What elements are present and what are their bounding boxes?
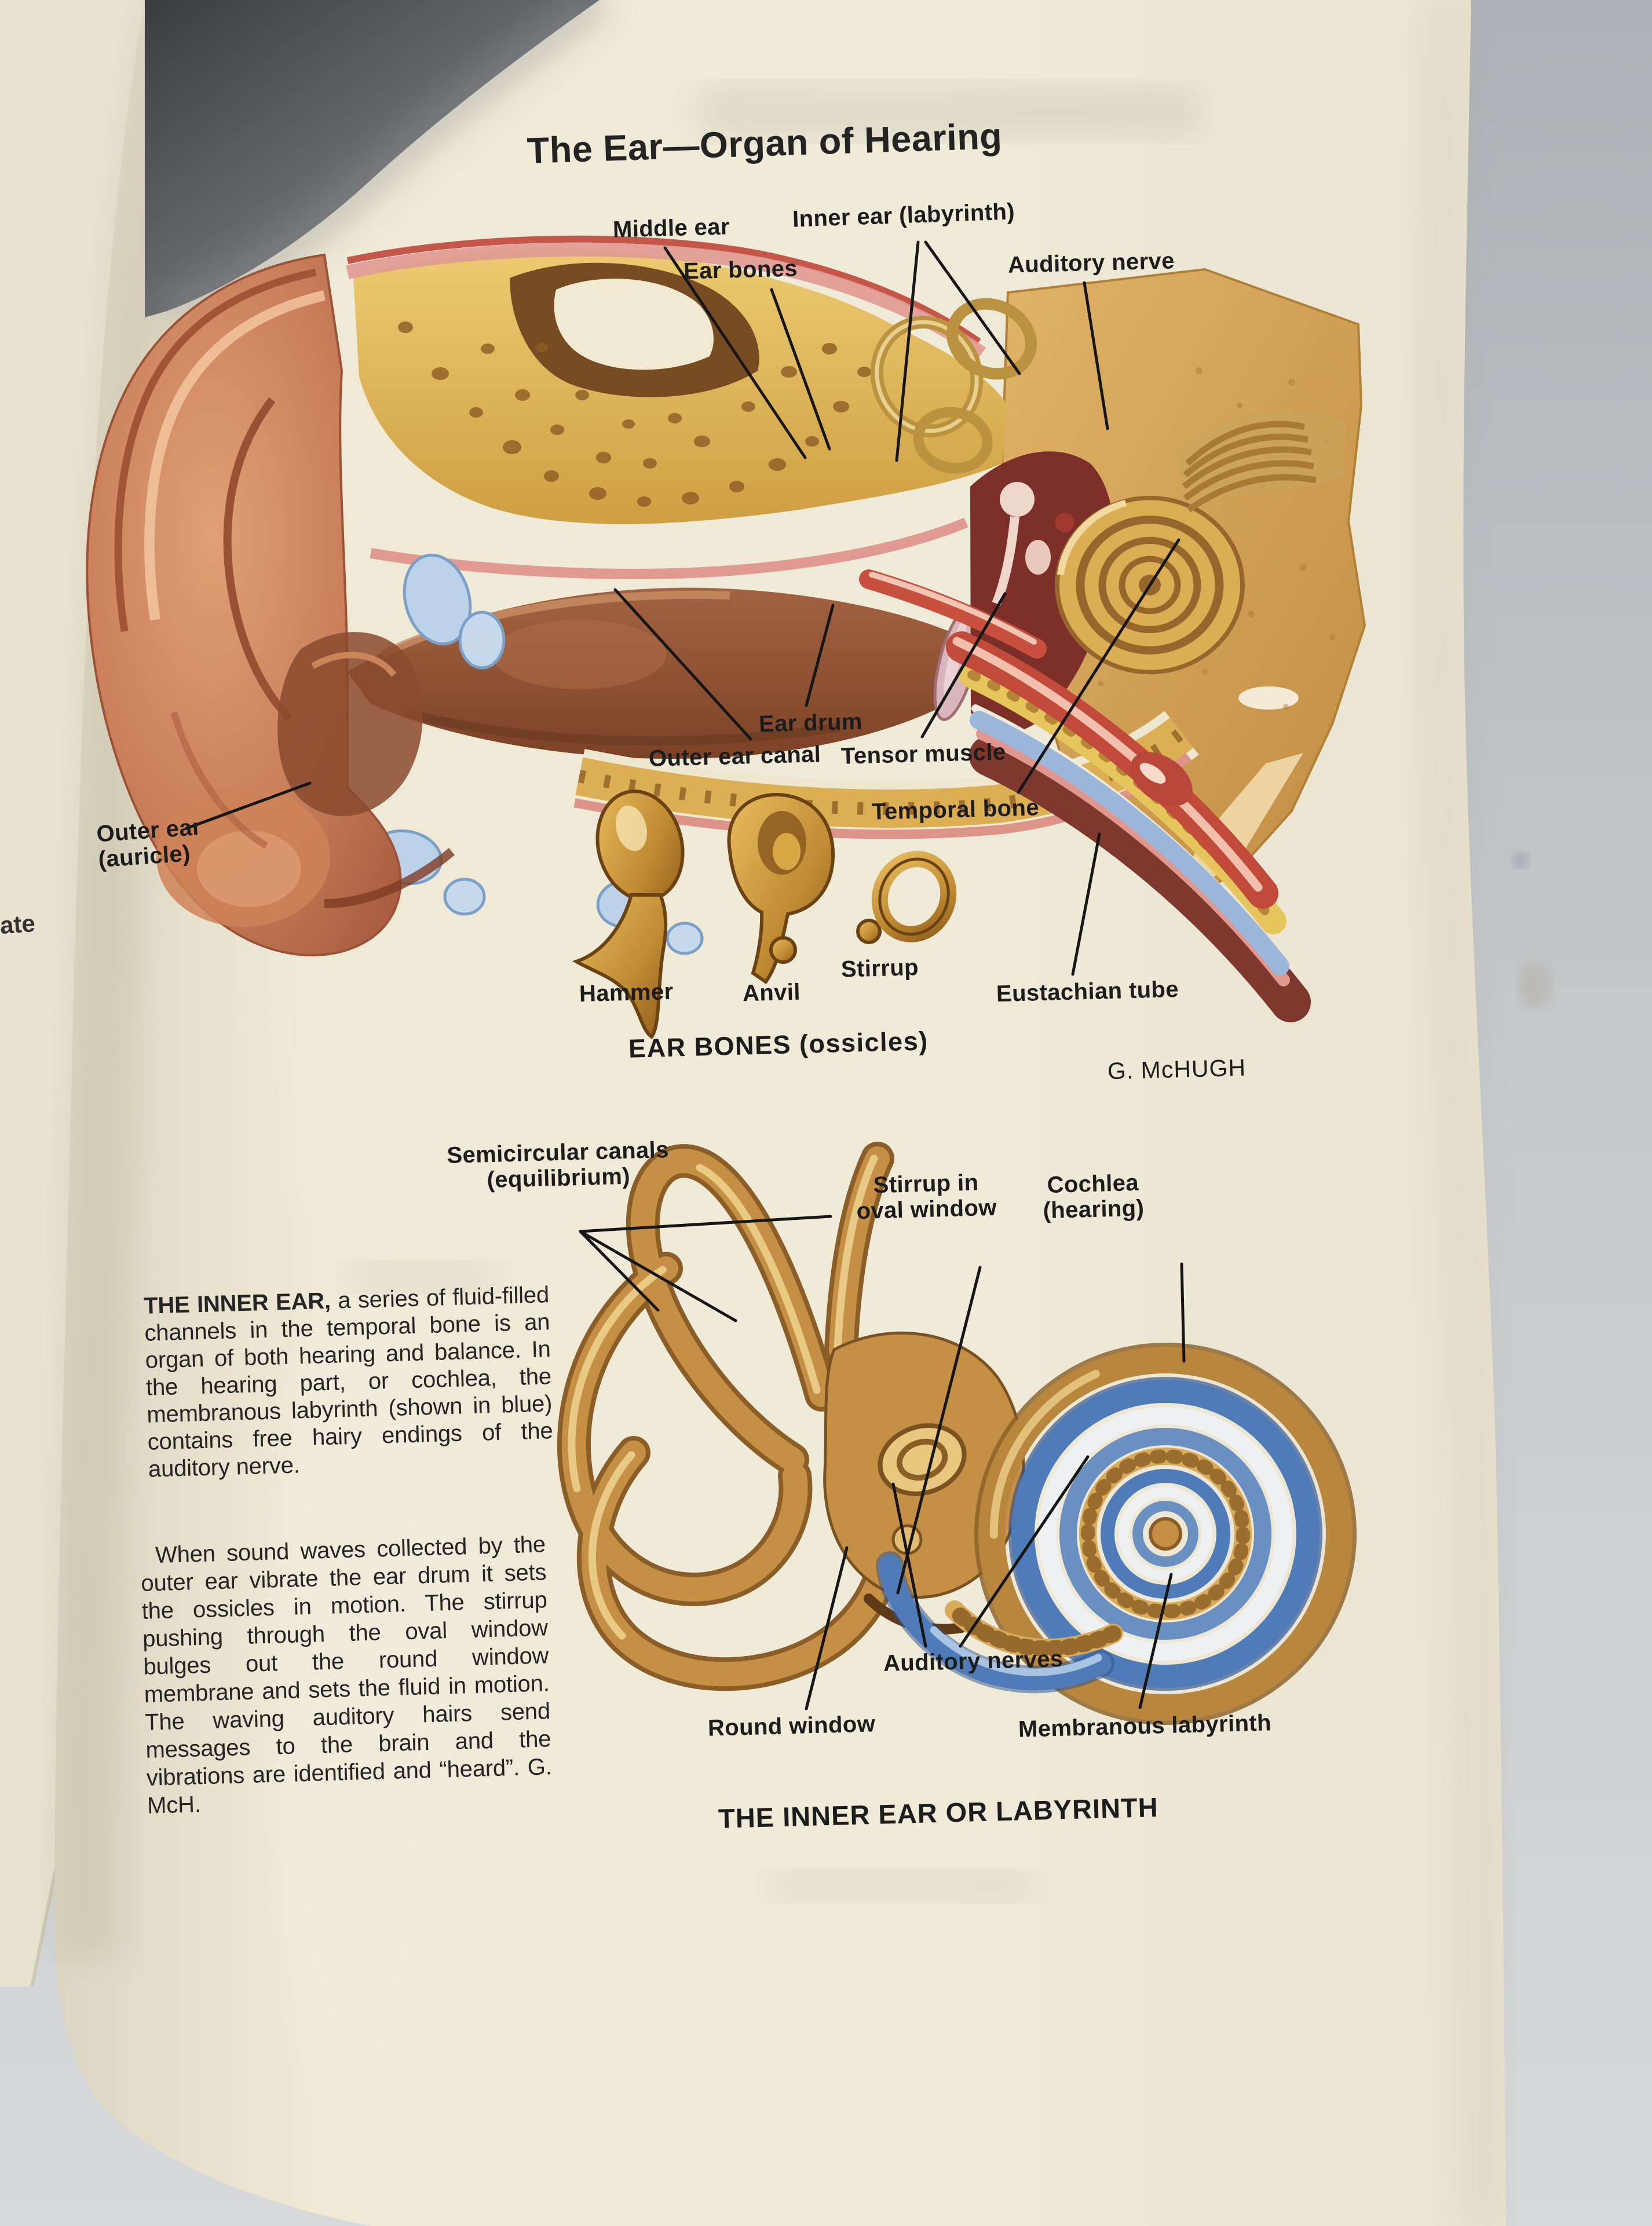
leader-round-window [805, 1546, 849, 1710]
leader-auditory-nerves [891, 1455, 1090, 1648]
label-cochlea-line1: Cochlea [1047, 1169, 1139, 1198]
left-page-edge [0, 0, 146, 1987]
stirrup-art [856, 851, 957, 944]
label-outer-ear-canal: Outer ear canal [648, 741, 821, 772]
body-paragraph-2: When sound waves collected by the outer … [140, 1531, 553, 1819]
label-round-window: Round window [707, 1711, 876, 1741]
label-auditory-nerves: Auditory nerves [883, 1646, 1064, 1677]
cochlea-spiral-art [974, 1343, 1357, 1725]
label-hammer: Hammer [579, 978, 674, 1007]
label-auditory-nerve: Auditory nerve [1007, 248, 1175, 278]
hammer-art [572, 789, 685, 1040]
label-stirrup-oval-window: Stirrup in oval window [856, 1169, 997, 1225]
eustachian-tube-art [859, 569, 1311, 1022]
leader-stirrup-oval [896, 1266, 982, 1595]
leader-inner-ear-a [895, 240, 920, 462]
label-tensor-muscle: Tensor muscle [840, 739, 1007, 769]
semicircular-canals-art [557, 1142, 904, 1691]
label-cochlea-hearing: Cochlea (hearing) [1042, 1169, 1145, 1224]
spongy-bone-art [346, 235, 1008, 579]
paragraph-1-lead: THE INNER EAR, [143, 1288, 331, 1319]
ossicles-art [572, 789, 957, 1040]
ear-cross-section-illustration [86, 235, 1366, 1040]
inner-ear-illustration [557, 1142, 1357, 1725]
leader-inner-ear-b [924, 240, 1021, 375]
label-temporal-bone: Temporal bone [871, 795, 1040, 825]
label-middle-ear: Middle ear [612, 214, 730, 243]
leader-temporal-bone [1017, 538, 1180, 794]
leader-cochlea [1180, 1262, 1186, 1363]
page-curl-shadow [145, 0, 608, 324]
leader-auditory-nerve [1083, 281, 1109, 430]
leader-eustachian-tube [1071, 832, 1101, 976]
outer-ear-art [86, 253, 455, 956]
label-ear-bones: Ear bones [683, 255, 798, 284]
label-stirrup-oval-line2: oval window [856, 1194, 997, 1225]
label-cochlea-line2: (hearing) [1043, 1195, 1145, 1224]
leader-ear-drum [805, 604, 835, 707]
cutoff-text-fragment: ate [0, 909, 36, 940]
leader-outer-ear-canal [613, 588, 752, 741]
leader-outer-ear [185, 781, 312, 830]
label-stirrup: Stirrup [840, 955, 919, 982]
anvil-art [727, 792, 835, 985]
label-stirrup-oval-line1: Stirrup in [873, 1169, 979, 1198]
leader-tensor-muscle [920, 592, 1007, 739]
leader-lines [185, 240, 1186, 1710]
label-ear-drum: Ear drum [758, 708, 863, 737]
leader-membranous-labyrinth [1138, 1573, 1173, 1709]
label-anvil: Anvil [742, 979, 801, 1007]
inner-ear-top-art [870, 298, 1345, 675]
label-eustachian-tube: Eustachian tube [996, 976, 1179, 1007]
leader-ear-bones [770, 288, 831, 451]
body-paragraph-1: THE INNER EAR, a series of fluid-filled … [144, 1281, 554, 1483]
figure-caption-ear-bones: EAR BONES (ossicles) [628, 1026, 929, 1063]
label-semicircular-canals: Semicircular canals (equilibrium) [447, 1137, 670, 1194]
artist-credit: G. McHUGH [1107, 1054, 1247, 1085]
leader-middle-ear [663, 246, 807, 459]
label-outer-ear: Outer ear (auricle) [96, 814, 204, 872]
leader-semicircular-fan [579, 1215, 832, 1322]
